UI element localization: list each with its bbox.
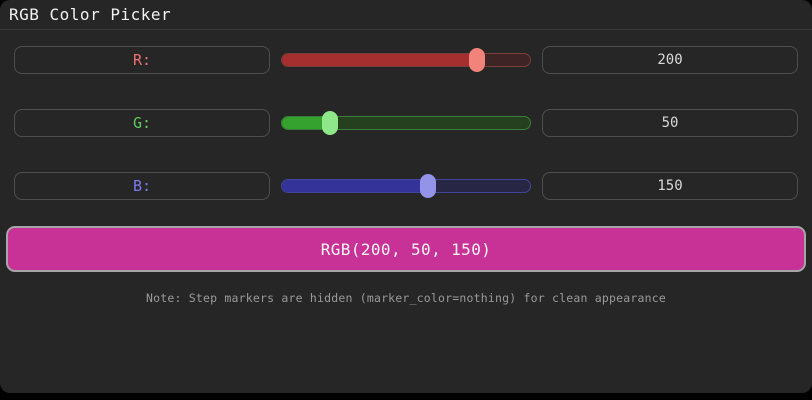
green-channel-label-box: G: (14, 109, 270, 137)
red-channel-label-box: R: (14, 46, 270, 74)
green-slider-fill (282, 117, 331, 129)
red-slider[interactable] (281, 46, 531, 74)
red-channel-label: R: (132, 51, 152, 69)
red-slider-fill (282, 54, 477, 66)
green-slider[interactable] (281, 109, 531, 137)
note-text: Note: Step markers are hidden (marker_co… (145, 291, 667, 305)
blue-value-box[interactable]: 150 (542, 172, 798, 200)
red-slider-track[interactable] (281, 53, 531, 67)
green-slider-track[interactable] (281, 116, 531, 130)
blue-channel-label: B: (132, 177, 152, 195)
red-slider-handle[interactable] (469, 48, 486, 72)
color-swatch-label: RGB(200, 50, 150) (320, 239, 492, 259)
green-channel-label: G: (132, 114, 152, 132)
channel-row-blue: B: 150 (0, 172, 812, 200)
blue-slider[interactable] (281, 172, 531, 200)
green-value: 50 (661, 115, 679, 131)
blue-slider-track[interactable] (281, 179, 531, 193)
red-value-box[interactable]: 200 (542, 46, 798, 74)
blue-slider-handle[interactable] (420, 174, 437, 198)
title-bar: RGB Color Picker (0, 0, 812, 30)
blue-channel-label-box: B: (14, 172, 270, 200)
red-value: 200 (657, 52, 683, 68)
green-value-box[interactable]: 50 (542, 109, 798, 137)
window-title: RGB Color Picker (9, 5, 172, 24)
green-slider-handle[interactable] (322, 111, 339, 135)
blue-value: 150 (657, 178, 683, 194)
blue-slider-fill (282, 180, 428, 192)
channel-row-red: R: 200 (0, 46, 812, 74)
channel-row-green: G: 50 (0, 109, 812, 137)
color-swatch-button[interactable]: RGB(200, 50, 150) (6, 226, 806, 272)
